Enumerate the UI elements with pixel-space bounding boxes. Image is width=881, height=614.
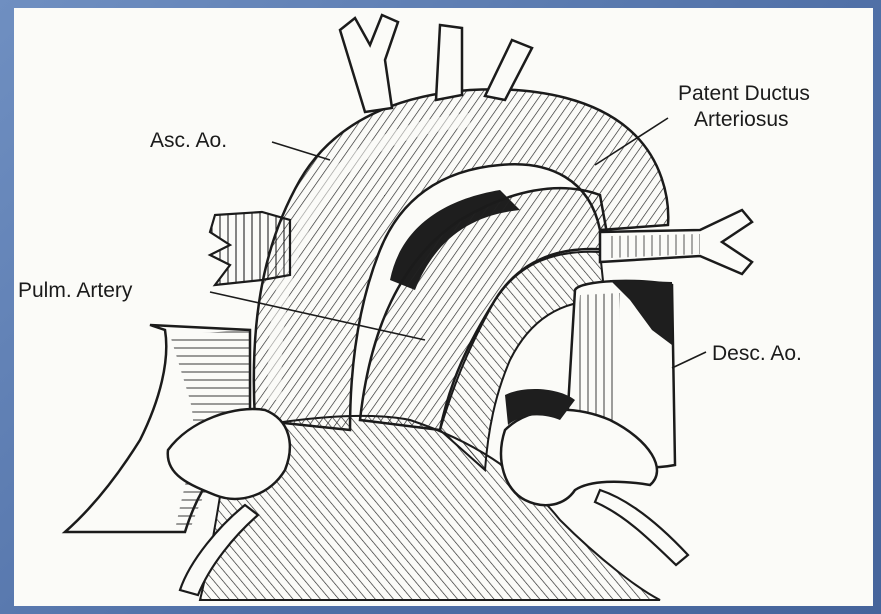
pda-label-line1: Patent Ductus: [678, 82, 810, 105]
left-pulmonary-branch-hatch: [610, 234, 700, 258]
left-carotid-branch: [436, 25, 462, 100]
asc-ao-label: Asc. Ao.: [150, 129, 227, 152]
pda-label-line2: Arteriosus: [694, 108, 789, 131]
desc-ao-leader: [672, 352, 706, 368]
right-pulmonary-branch: [210, 212, 290, 285]
coronary-vessel-right: [595, 490, 688, 565]
brachiocephalic-branch: [340, 15, 398, 112]
desc-ao-label: Desc. Ao.: [712, 342, 802, 365]
pulm-artery-label: Pulm. Artery: [18, 279, 133, 302]
